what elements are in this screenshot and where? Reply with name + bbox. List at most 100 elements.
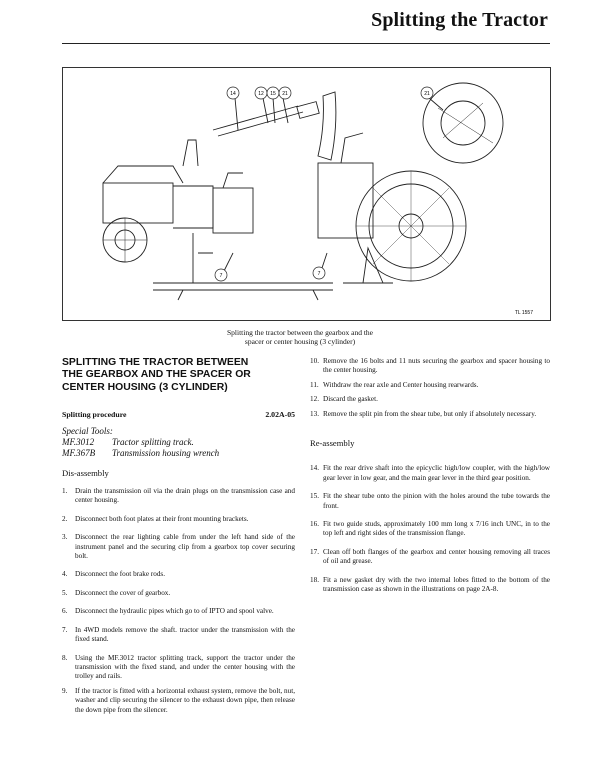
caption-line-1: Splitting the tractor between the gearbo…: [227, 328, 373, 337]
step-text: Disconnect the cover of gearbox.: [75, 588, 171, 597]
header-rule: [62, 43, 550, 44]
detail-inset: [422, 82, 504, 164]
step-number: 12.: [310, 395, 319, 404]
step-item: 3. Disconnect the rear lighting cable fro…: [62, 533, 295, 561]
step-text: Disconnect the hydraulic pipes which go …: [75, 607, 274, 616]
step-text: Using the MF.3012 tractor splitting trac…: [75, 653, 295, 681]
step-text: Withdraw the rear axle and Center housin…: [323, 380, 479, 389]
figure-reference: TL 1557: [515, 310, 533, 316]
step-item: 7. In 4WD models remove the shaft. tracto…: [62, 626, 295, 645]
callout-7-rear: 7: [318, 271, 321, 277]
callout-12: 12: [258, 91, 264, 97]
tool-code: MF.367B: [62, 447, 96, 458]
step-number: 6.: [62, 607, 68, 616]
fixed-stand: [183, 233, 213, 284]
page-title: Splitting the Tractor: [371, 9, 548, 31]
procedure-code: 2.02A-05: [265, 410, 295, 420]
step-number: 15.: [310, 492, 319, 501]
exhaust-stack: [182, 139, 199, 167]
step-item: 9. If the tractor is fitted with a horizo…: [62, 687, 295, 715]
step-item: 11. Withdraw the rear axle and Center hou…: [310, 381, 550, 390]
step-item: 10. Remove the 16 bolts and 11 nuts secur…: [310, 357, 550, 376]
step-text: In 4WD models remove the shaft. tractor …: [75, 625, 295, 644]
left-column: SPLITTING THE TRACTOR BETWEEN THE GEARBO…: [62, 357, 295, 715]
section-title-line-3: CENTER HOUSING (3 CYLINDER): [62, 381, 228, 393]
step-text: Fit two guide studs, approximately 100 m…: [323, 520, 550, 538]
step-number: 9.: [62, 686, 68, 695]
section-title-line-2: THE GEARBOX AND THE SPACER OR: [62, 369, 251, 381]
step-item: 5. Disconnect the cover of gearbox.: [62, 589, 295, 598]
engine-block: [102, 182, 174, 224]
center-housing: [317, 162, 374, 239]
step-number: 18.: [310, 575, 319, 584]
splitting-track-rails: [153, 282, 333, 291]
procedure-line: Splitting procedure 2.02A-05: [62, 410, 295, 419]
step-text: Fit the rear drive shaft into the epicyc…: [323, 464, 550, 482]
right-column: 10. Remove the 16 bolts and 11 nuts secur…: [310, 357, 550, 595]
step-number: 5.: [62, 588, 68, 597]
step-text: Disconnect the rear lighting cable from …: [75, 533, 295, 561]
tool-row: MF.367B Transmission housing wrench: [62, 448, 295, 459]
step-number: 3.: [62, 533, 68, 542]
step-text: Remove the split pin from the shear tube…: [323, 409, 537, 418]
tractor-splitting-illustration: 14 12 15 21 21 7 7 TL 1557: [62, 67, 551, 321]
step-text: Fit the shear tube onto the pinion with …: [323, 492, 550, 510]
step-text: Disconnect the foot brake rods.: [75, 570, 166, 579]
step-item: 2. Disconnect both foot plates at their f…: [62, 515, 295, 524]
callout-21: 21: [282, 91, 288, 97]
procedure-label: Splitting procedure: [62, 410, 127, 420]
section-title: SPLITTING THE TRACTOR BETWEEN THE GEARBO…: [62, 357, 295, 394]
step-item: 1. Drain the transmission oil via the dra…: [62, 487, 295, 506]
callout-labels: 14 12 15 21 21 7 7 TL 1557: [214, 86, 533, 316]
step-number: 8.: [62, 653, 68, 662]
tool-code: MF.3012: [62, 436, 95, 447]
step-item: 14. Fit the rear drive shaft into the epi…: [310, 464, 550, 483]
step-number: 10.: [310, 357, 319, 365]
step-text: Discard the gasket.: [323, 395, 378, 404]
hood: [102, 165, 184, 184]
tool-name: Transmission housing wrench: [112, 447, 220, 458]
tool-name: Tractor splitting track.: [112, 436, 194, 447]
shear-tube: [212, 105, 304, 137]
step-number: 14.: [310, 464, 319, 473]
caption-line-2: spacer or center housing (3 cylinder): [244, 337, 356, 346]
tool-row: MF.3012 Tractor splitting track.: [62, 437, 295, 448]
page-header: Splitting the Tractor: [0, 0, 600, 48]
step-text: Remove the 16 bolts and 11 nuts securing…: [323, 357, 550, 375]
step-number: 16.: [310, 520, 319, 529]
callout-21-inset: 21: [424, 91, 430, 97]
gearbox-housing: [212, 187, 254, 234]
step-text: If the tractor is fitted with a horizont…: [75, 686, 295, 714]
step-number: 11.: [310, 380, 319, 389]
callout-7-front: 7: [220, 273, 223, 279]
callout-14: 14: [230, 91, 236, 97]
gasket: [317, 91, 337, 161]
callout-15: 15: [270, 91, 276, 97]
step-item: 15. Fit the shear tube onto the pinion wi…: [310, 492, 550, 511]
special-tools: Special Tools: MF.3012 Tractor splitting…: [62, 426, 295, 459]
step-item: 18. Fit a new gasket dry with the two int…: [310, 576, 550, 595]
section-title-line-1: SPLITTING THE TRACTOR BETWEEN: [62, 357, 249, 368]
step-text: Fit a new gasket dry with the two intern…: [323, 575, 550, 594]
figure-caption: Splitting the tractor between the gearbo…: [150, 328, 450, 346]
step-number: 7.: [62, 625, 68, 634]
step-item: 8. Using the MF.3012 tractor splitting tr…: [62, 654, 295, 682]
step-item: 16. Fit two guide studs, approximately 10…: [310, 520, 550, 539]
step-number: 4.: [62, 570, 68, 579]
step-text: Drain the transmission oil via the drain…: [75, 487, 295, 505]
step-item: 17. Clean off both flanges of the gearbox…: [310, 548, 550, 567]
step-text: Disconnect both foot plates at their fro…: [75, 514, 249, 523]
illustration-drawing: 14 12 15 21 21 7 7 TL 1557: [102, 82, 533, 316]
step-text: Clean off both flanges of the gearbox an…: [323, 547, 550, 566]
step-number: 13.: [310, 409, 319, 418]
special-tools-label: Special Tools:: [62, 425, 113, 436]
step-item: 13. Remove the split pin from the shear t…: [310, 410, 550, 419]
step-number: 1.: [62, 487, 68, 496]
disassembly-heading: Dis-assembly: [62, 467, 109, 478]
step-number: 2.: [62, 514, 68, 523]
step-item: 12. Discard the gasket.: [310, 395, 550, 404]
step-item: 6. Disconnect the hydraulic pipes which g…: [62, 607, 295, 616]
step-number: 17.: [310, 547, 319, 556]
reassembly-heading: Re-assembly: [310, 438, 355, 449]
step-item: 4. Disconnect the foot brake rods.: [62, 570, 295, 579]
